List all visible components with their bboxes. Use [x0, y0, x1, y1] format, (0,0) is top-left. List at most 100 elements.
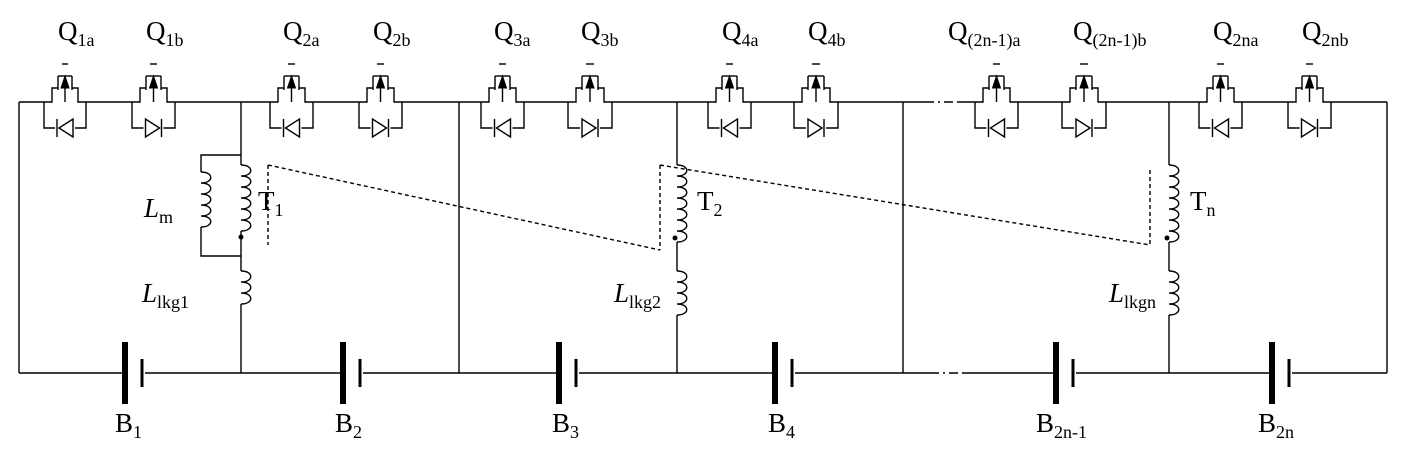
- circuit-wiring: [18, 101, 1388, 374]
- diode-left-lead: [43, 102, 55, 129]
- battery-b1: [340, 342, 362, 404]
- switch-pairs: [43, 63, 1332, 139]
- inductor-lm-icon: [200, 171, 212, 228]
- mosfet-drain-lead: [44, 87, 58, 103]
- mosfet-arrow-icon: [585, 74, 595, 89]
- mosfet-source-lead: [1004, 87, 1018, 103]
- switch-label: Q4b: [808, 16, 846, 50]
- transformer-tn-icon: [1168, 164, 1180, 243]
- mosfet-source-lead: [1092, 87, 1106, 103]
- inductor-llkg1-icon: [240, 270, 252, 305]
- mosfet-arrow-icon: [991, 74, 1002, 89]
- switch-q7: [793, 63, 839, 139]
- diode-icon: [371, 117, 388, 139]
- mosfet-drain-lead: [975, 87, 989, 103]
- diode-right-lead: [301, 102, 314, 129]
- diode-icon: [144, 117, 161, 139]
- diode-left-lead: [567, 102, 580, 129]
- mosfet-arrow-icon: [1304, 74, 1315, 89]
- inductor-llkgn-icon: [1168, 270, 1180, 316]
- diode-left-lead: [793, 102, 806, 129]
- switch-q9: [1061, 63, 1107, 139]
- mosfet-drain-lead: [568, 87, 582, 103]
- mosfet-arrow-icon: [375, 74, 386, 89]
- diode-icon: [1213, 117, 1230, 139]
- mosfet-arrow-icon: [148, 74, 159, 89]
- switch-label: Q2na: [1213, 16, 1259, 50]
- switch-label: Q3b: [581, 16, 619, 50]
- battery-b3: [772, 342, 794, 404]
- diode-icon: [989, 117, 1006, 139]
- diode-right-lead: [739, 102, 752, 129]
- battery-b2: [556, 342, 578, 404]
- switch-q5: [567, 63, 613, 139]
- switch-q8: [974, 63, 1019, 139]
- switch-label: Q4a: [722, 16, 759, 50]
- mosfet-drain-lead: [1288, 87, 1302, 103]
- diode-right-lead: [163, 102, 176, 129]
- mosfet-arrow-icon: [1215, 74, 1226, 89]
- diode-icon: [57, 117, 74, 139]
- battery-b5: [1269, 342, 1291, 404]
- battery-label: B2: [335, 408, 362, 442]
- magnetic-components: [200, 154, 1180, 316]
- lm-top-lead: [200, 154, 241, 172]
- mosfet-source-lead: [598, 87, 612, 103]
- diode-icon: [284, 117, 301, 139]
- diode-icon: [722, 117, 739, 139]
- diode-icon: [807, 117, 824, 139]
- mosfet-source-lead: [299, 87, 313, 103]
- mosfet-drain-lead: [132, 87, 146, 103]
- diode-right-lead: [1094, 102, 1107, 129]
- diode-icon: [495, 117, 512, 139]
- diode-right-lead: [512, 102, 525, 129]
- switch-q10: [1198, 63, 1243, 139]
- mosfet-source-lead: [824, 87, 838, 103]
- battery-label: B3: [552, 408, 579, 442]
- mosfet-drain-lead: [481, 87, 495, 103]
- switch-label: Q1a: [58, 16, 95, 50]
- battery-label: B2n: [1258, 408, 1294, 442]
- battery-label: B2n-1: [1036, 408, 1087, 442]
- transformer-t2-icon: [676, 164, 688, 243]
- mosfet-source-lead: [1228, 87, 1242, 103]
- coupling-dashed-1: [267, 164, 661, 251]
- switch-q2: [269, 63, 314, 139]
- switch-label: Q3a: [494, 16, 531, 50]
- mosfet-arrow-icon: [724, 74, 735, 89]
- diode-right-lead: [1230, 102, 1243, 129]
- inductor-llkg2-icon: [676, 270, 688, 316]
- switch-label: Q2b: [373, 16, 411, 50]
- transformer-label: T1: [258, 186, 284, 220]
- transformer-label: T2: [697, 186, 723, 220]
- mosfet-arrow-icon: [60, 74, 70, 89]
- transformer-t1-icon: [240, 164, 252, 232]
- mosfet-arrow-icon: [1079, 74, 1089, 89]
- mosfet-source-lead: [737, 87, 751, 103]
- lm-bottom-lead: [200, 227, 241, 257]
- switch-label: Q2nb: [1302, 16, 1349, 50]
- diode-right-lead: [390, 102, 403, 129]
- diode-left-lead: [1198, 102, 1211, 129]
- switch-label: Q(2n-1)a: [948, 16, 1020, 51]
- inductor-label: Llkgn: [1108, 278, 1156, 312]
- diode-right-lead: [826, 102, 839, 129]
- mosfet-arrow-icon: [286, 74, 297, 89]
- diode-icon: [1300, 117, 1317, 139]
- mosfet-drain-lead: [359, 87, 373, 103]
- switch-q1: [131, 63, 176, 139]
- battery-b4: [1053, 342, 1075, 404]
- inductor-label: Llkg2: [613, 278, 661, 312]
- diode-left-lead: [974, 102, 987, 129]
- diode-icon: [1075, 117, 1092, 139]
- diode-left-lead: [1287, 102, 1300, 129]
- battery-cells: [122, 342, 1291, 404]
- diode-left-lead: [1061, 102, 1074, 129]
- diode-right-lead: [600, 102, 613, 129]
- diode-right-lead: [75, 102, 87, 129]
- diode-left-lead: [358, 102, 371, 129]
- switch-q3: [358, 63, 403, 139]
- mosfet-arrow-icon: [497, 74, 508, 89]
